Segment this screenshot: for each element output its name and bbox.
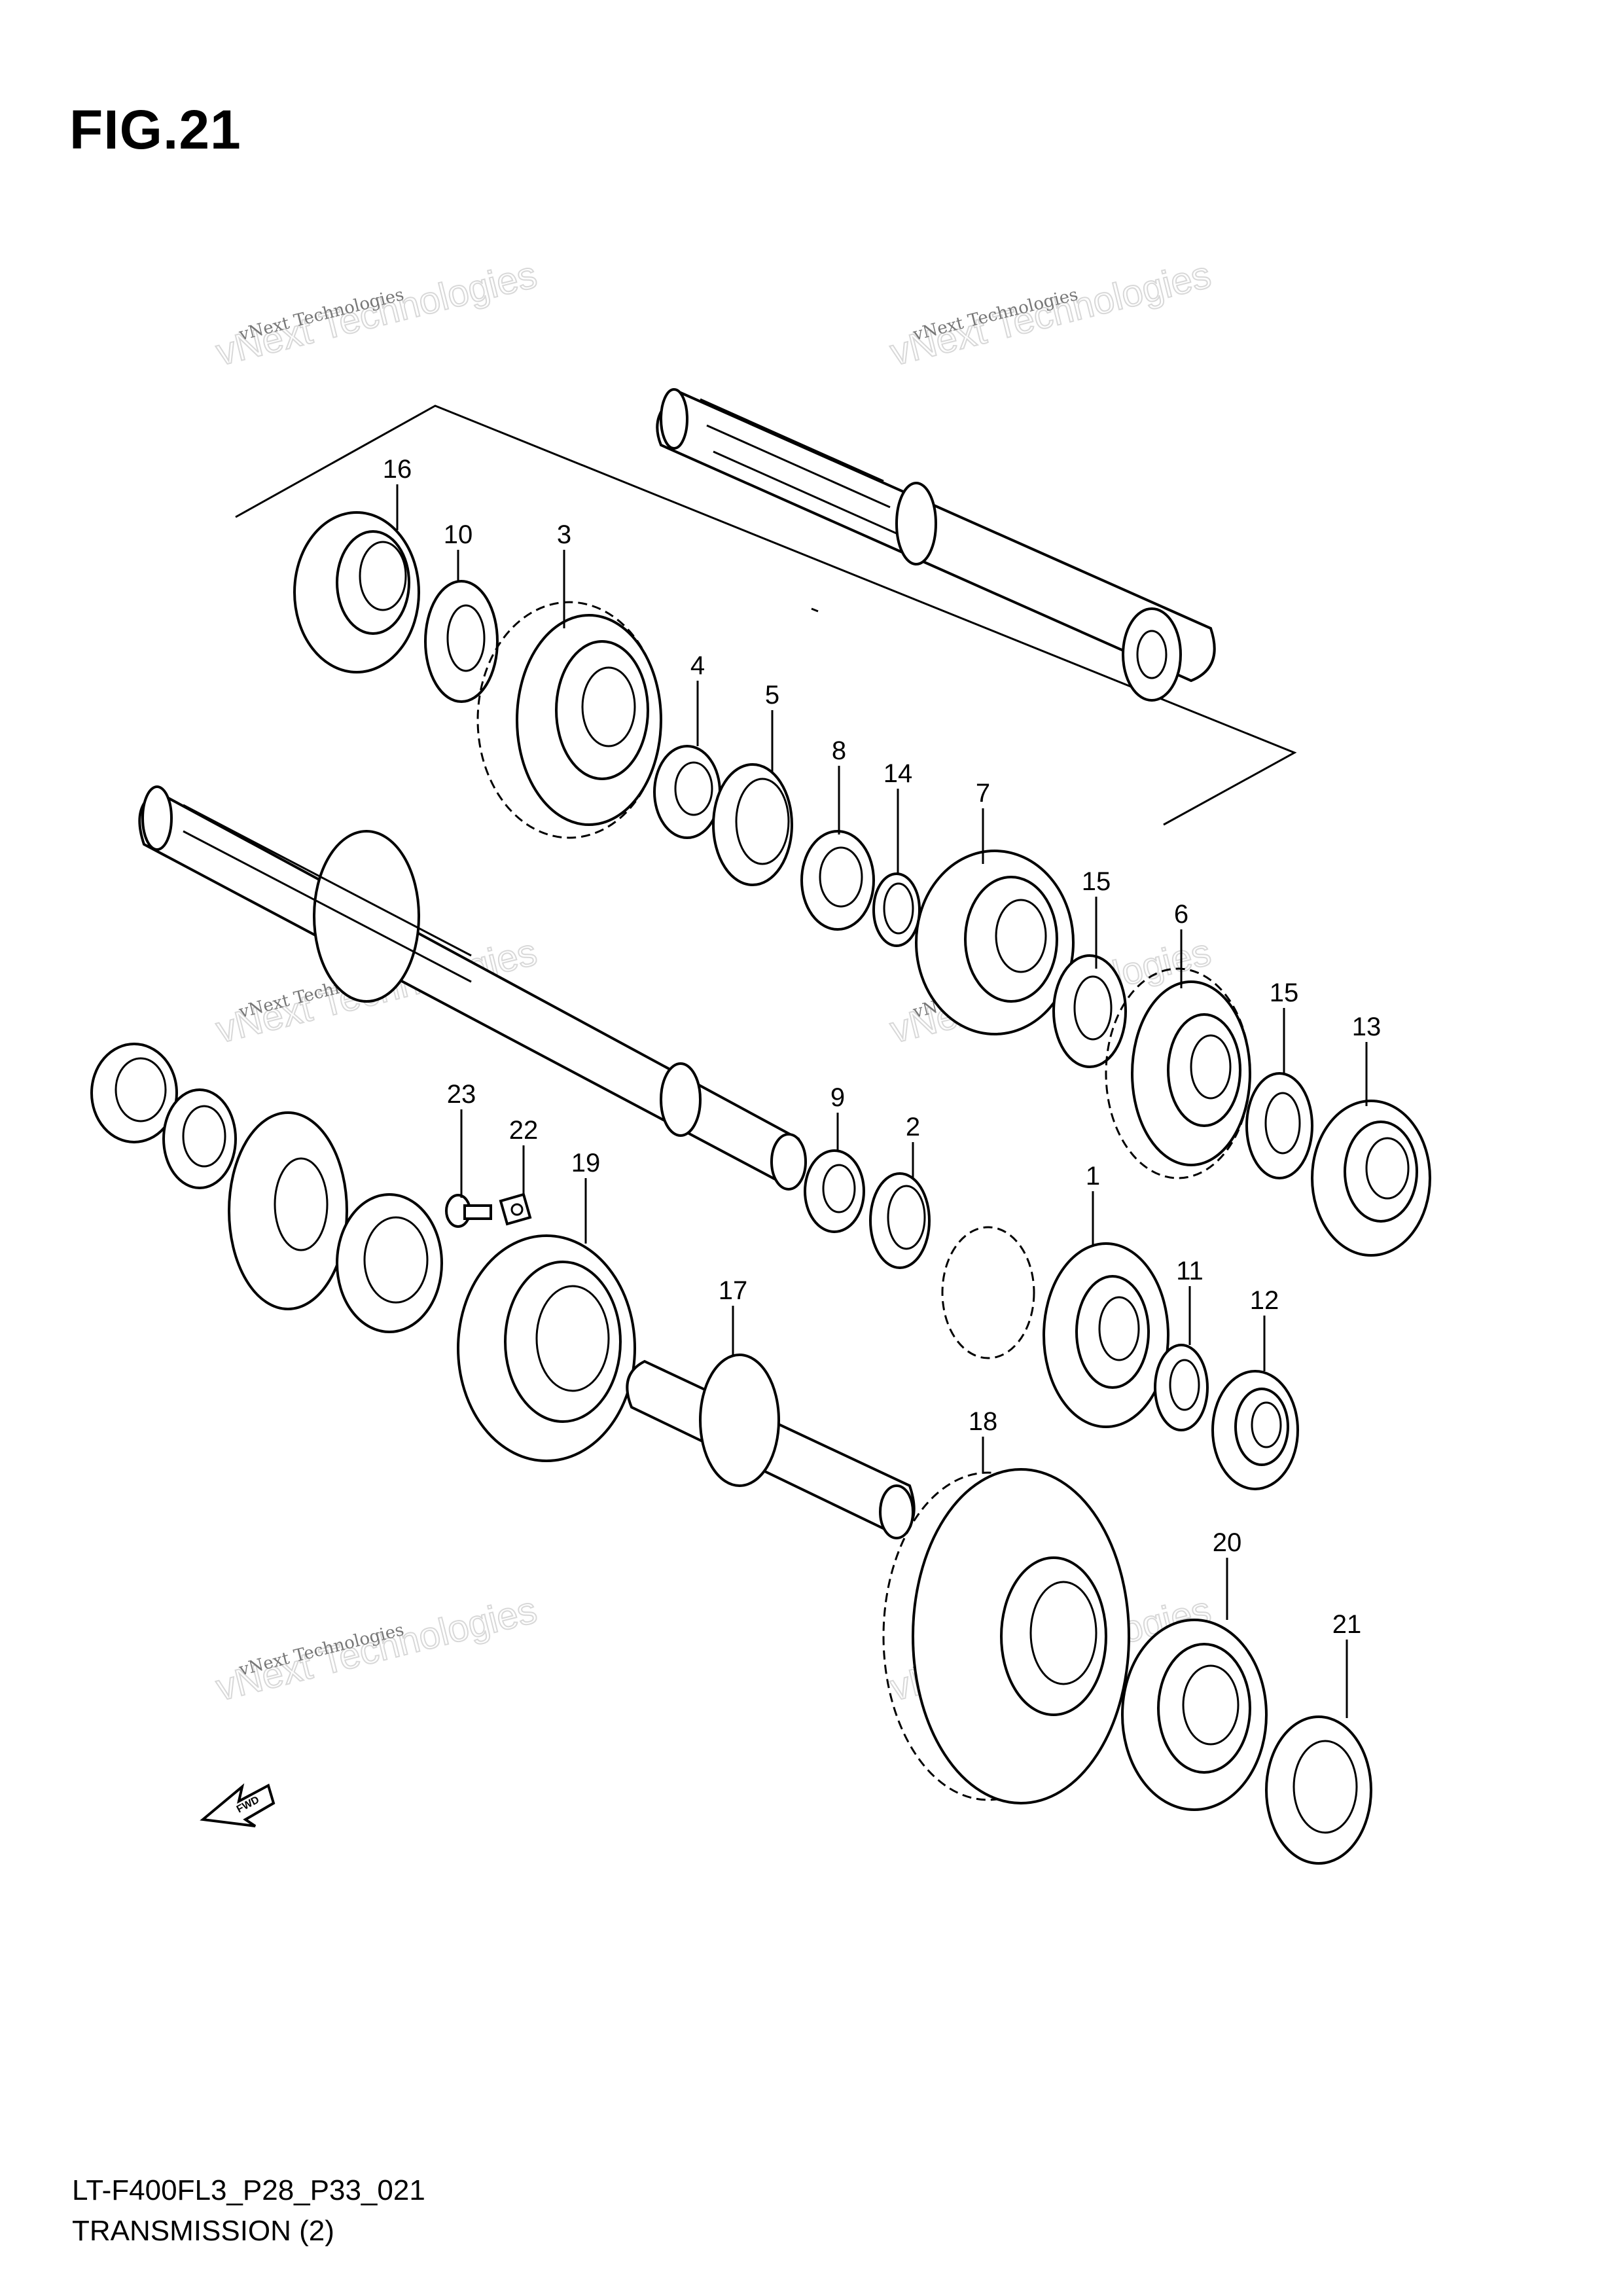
diagram-caption: TRANSMISSION (2) (72, 2215, 334, 2247)
fwd-arrow-icon: FWD (200, 1783, 276, 1827)
part-16-bearing (293, 511, 420, 673)
part-17-output-shaft (626, 1354, 916, 1539)
callout-number-10: 10 (444, 520, 473, 549)
callout-number-1: 1 (1086, 1162, 1100, 1191)
part-9-bush (804, 1149, 865, 1233)
countershaft (656, 388, 1216, 702)
callout-number-23: 23 (447, 1080, 476, 1109)
callout-number-2: 2 (906, 1113, 920, 1141)
part-5-needle-bearing (712, 763, 793, 886)
part-3-gear (476, 601, 662, 839)
large-washer (336, 1193, 443, 1333)
callout-number-11: 11 (1176, 1257, 1204, 1285)
part-6-gear (1105, 967, 1251, 1179)
callout-number-21: 21 (1332, 1610, 1362, 1639)
figure-title: FIG.21 (69, 99, 241, 160)
callout-number-6: 6 (1174, 900, 1188, 929)
callout-number-18: 18 (969, 1407, 998, 1436)
part-2-needle-bearing (869, 1172, 931, 1269)
part-20-bearing (1121, 1619, 1268, 1811)
part-23-bolt (445, 1194, 492, 1228)
part-15-washer (1052, 954, 1127, 1068)
callout-number-9: 9 (830, 1083, 845, 1112)
callout-number-20: 20 (1213, 1528, 1242, 1557)
callout-number-15: 15 (1082, 867, 1111, 896)
watermark-large-text: vNext Technologies (212, 253, 541, 374)
callout-number-16: 16 (383, 455, 412, 484)
callout-number-7: 7 (976, 779, 990, 808)
part-18-gear (882, 1468, 1130, 1804)
callout-number-15: 15 (1270, 978, 1299, 1007)
part-1-gear (941, 1226, 1169, 1428)
callout-number-3: 3 (557, 520, 571, 549)
callout-number-13: 13 (1352, 1013, 1382, 1041)
washer (162, 1088, 237, 1189)
callout-number-4: 4 (690, 651, 705, 680)
callout-number-5: 5 (765, 681, 779, 709)
callout-number-19: 19 (571, 1149, 601, 1177)
callout-number-22: 22 (509, 1116, 539, 1145)
part-22-plate (499, 1193, 532, 1226)
part-21-oil-seal (1265, 1715, 1372, 1865)
part-12-bearing (1211, 1370, 1299, 1490)
part-15-washer (1245, 1072, 1313, 1179)
part-7-shift-dog (915, 850, 1075, 1035)
part-10-washer (424, 580, 499, 703)
watermark-large-text: vNext Technologies (212, 1588, 541, 1709)
diagram-code: LT-F400FL3_P28_P33_021 (72, 2174, 425, 2206)
callout-number-17: 17 (719, 1276, 748, 1305)
part-8-washer (800, 830, 875, 931)
callout-number-8: 8 (832, 736, 846, 765)
part-14-circlip (872, 872, 921, 947)
part-11-washer (1154, 1344, 1209, 1431)
driveshaft (138, 785, 807, 1191)
callout-number-14: 14 (883, 759, 913, 788)
watermark: vNext Technologies vNext Technologies (211, 253, 542, 374)
part-13-bearing (1311, 1100, 1431, 1257)
part-19-bearing (457, 1234, 636, 1462)
watermark: vNext Technologies vNext Technologies (885, 253, 1216, 374)
oil-seal (90, 1043, 178, 1143)
assembly-bracket-line (235, 404, 1297, 826)
callout-number-12: 12 (1250, 1286, 1279, 1315)
assembly-bracket-dash (811, 607, 819, 613)
watermark: vNext Technologies vNext Technologies (211, 1588, 542, 1710)
watermark-large-text: vNext Technologies (886, 253, 1215, 374)
bevel-gear (228, 1111, 348, 1310)
part-4-bush (653, 745, 721, 839)
